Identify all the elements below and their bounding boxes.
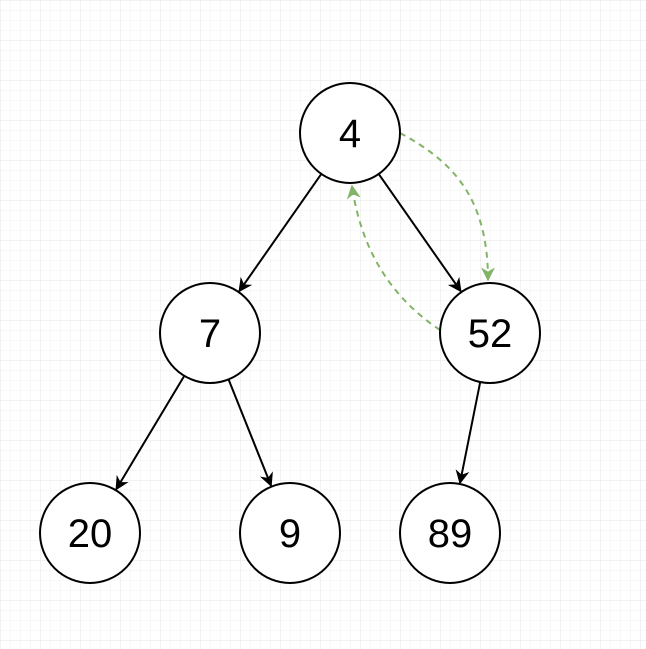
node-label: 9 (279, 512, 301, 556)
nodes: 4 7 52 20 9 89 (39, 82, 541, 584)
tree-node-20: 20 (39, 482, 141, 584)
node-circle (439, 282, 541, 384)
node-circle (399, 482, 501, 584)
tree-node-9: 9 (239, 482, 341, 584)
swap-arrow-n52-n4 (346, 184, 441, 331)
swap-arrows (346, 132, 495, 331)
node-label: 7 (199, 312, 221, 356)
edge-n7-n20 (115, 375, 186, 491)
tree-node-7: 7 (159, 282, 261, 384)
edge-n4-n7 (238, 173, 323, 293)
tree-node-4: 4 (299, 82, 401, 184)
node-circle (39, 482, 141, 584)
swap-arrow-n4-n52 (399, 132, 495, 282)
tree-node-52: 52 (439, 282, 541, 384)
node-label: 4 (339, 112, 361, 156)
tree-node-89: 89 (399, 482, 501, 584)
node-label: 20 (68, 512, 113, 556)
edges (115, 173, 482, 491)
node-label: 89 (428, 512, 473, 556)
edge-n7-n9 (227, 379, 273, 487)
node-label: 52 (468, 312, 513, 356)
node-circle (239, 482, 341, 584)
edge-n52-n89 (455, 381, 482, 485)
edge-n4-n52 (377, 173, 462, 293)
node-circle (159, 282, 261, 384)
node-circle (299, 82, 401, 184)
